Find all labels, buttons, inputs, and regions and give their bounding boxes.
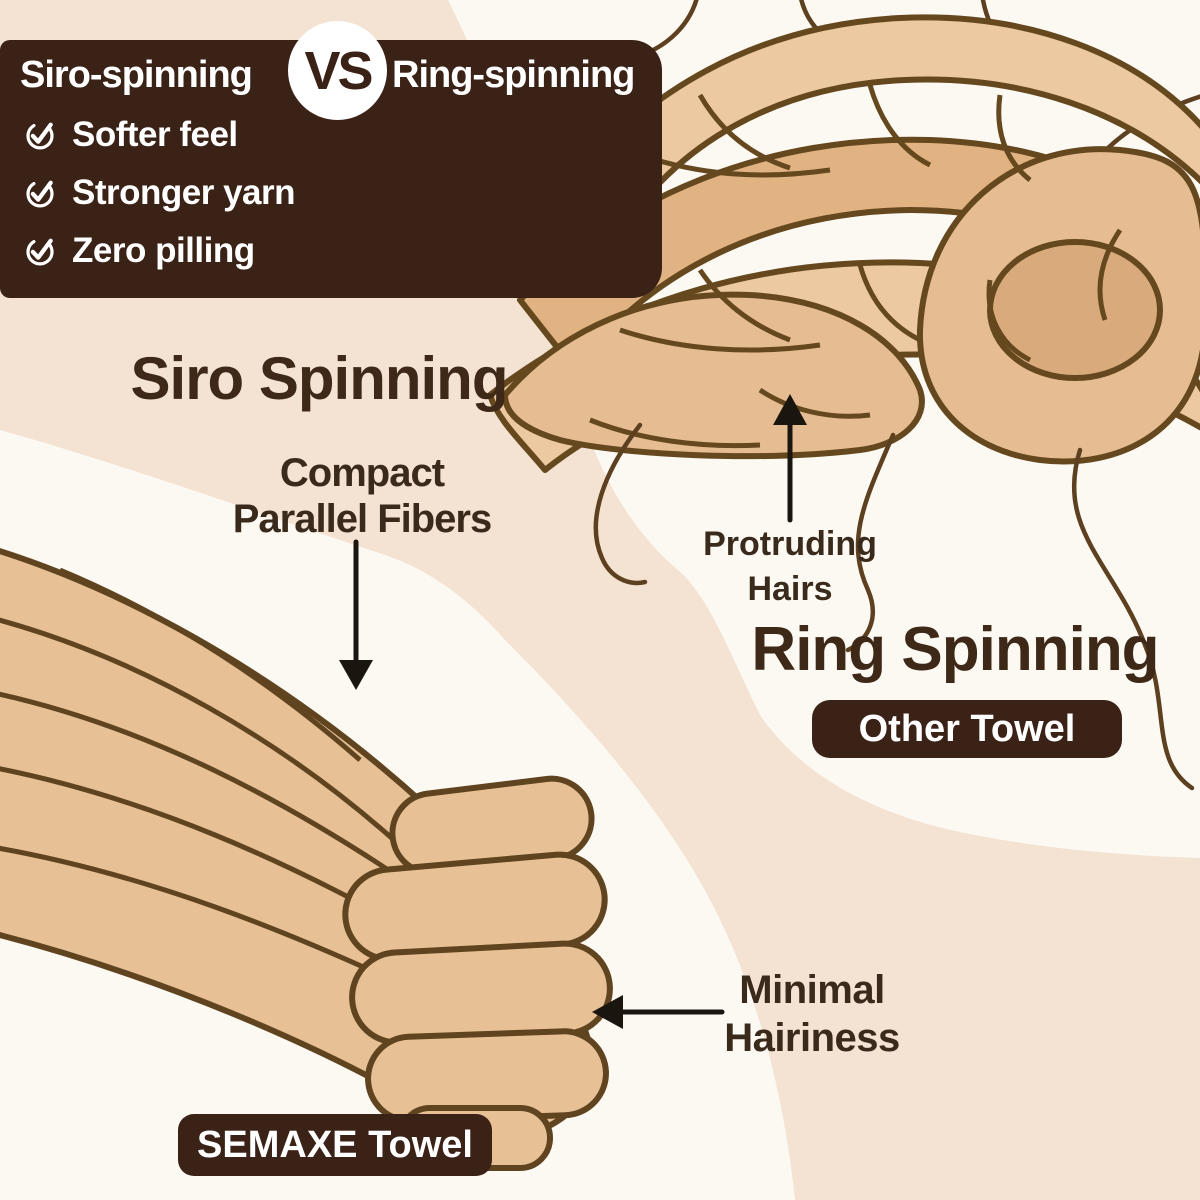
feature-item: Stronger yarn bbox=[24, 173, 296, 212]
arrow-down-to-siro-fibers bbox=[339, 539, 373, 690]
hanging-hair-strands bbox=[593, 422, 1195, 791]
siro-spinning-heading: Siro Spinning bbox=[130, 345, 509, 412]
yarn-strand-lines bbox=[543, 84, 1123, 449]
banner-title-siro: Siro-spinning bbox=[20, 54, 253, 96]
callout-line: Minimal bbox=[739, 968, 885, 1012]
badge-label: SEMAXE Towel bbox=[197, 1123, 473, 1166]
other-towel-badge: Other Towel bbox=[812, 700, 1122, 758]
compact-parallel-fibers-callout: Compact Parallel Fibers bbox=[192, 450, 532, 542]
ring-spun-yarn-illustration bbox=[467, 0, 1200, 791]
callout-line: Compact bbox=[279, 451, 445, 495]
badge-label: Other Towel bbox=[858, 707, 1076, 750]
protruding-hairs-callout: Protruding Hairs bbox=[640, 522, 940, 612]
banner-title-ring: Ring-spinning bbox=[392, 54, 635, 96]
callout-line: Parallel Fibers bbox=[232, 497, 492, 541]
ring-spinning-heading: Ring Spinning bbox=[751, 615, 1159, 684]
arrow-left-to-rope-tip bbox=[592, 995, 725, 1029]
callout-line: Hairiness bbox=[724, 1016, 900, 1060]
feature-label: Stronger yarn bbox=[72, 173, 296, 212]
feature-list: Softer feel Stronger yarn Zero pilling bbox=[24, 115, 296, 290]
callout-line: Protruding bbox=[703, 525, 877, 563]
feature-label: Softer feel bbox=[72, 115, 238, 154]
vs-badge: VS bbox=[288, 21, 387, 120]
arrow-up-to-protruding-hairs bbox=[773, 394, 807, 523]
comparison-banner: Siro-spinning VS Ring-spinning Softer fe… bbox=[0, 21, 662, 298]
annotation-arrows bbox=[339, 394, 807, 1029]
semaxe-towel-badge: SEMAXE Towel bbox=[178, 1114, 492, 1176]
minimal-hairiness-callout: Minimal Hairiness bbox=[662, 966, 962, 1062]
check-circle-icon bbox=[26, 180, 54, 208]
feature-label: Zero pilling bbox=[72, 231, 255, 270]
vs-label: VS bbox=[304, 40, 373, 101]
check-circle-icon bbox=[26, 122, 54, 150]
check-circle-icon bbox=[26, 238, 54, 266]
callout-line: Hairs bbox=[747, 570, 833, 608]
feature-item: Softer feel bbox=[24, 115, 295, 154]
feature-item: Zero pilling bbox=[24, 231, 295, 270]
